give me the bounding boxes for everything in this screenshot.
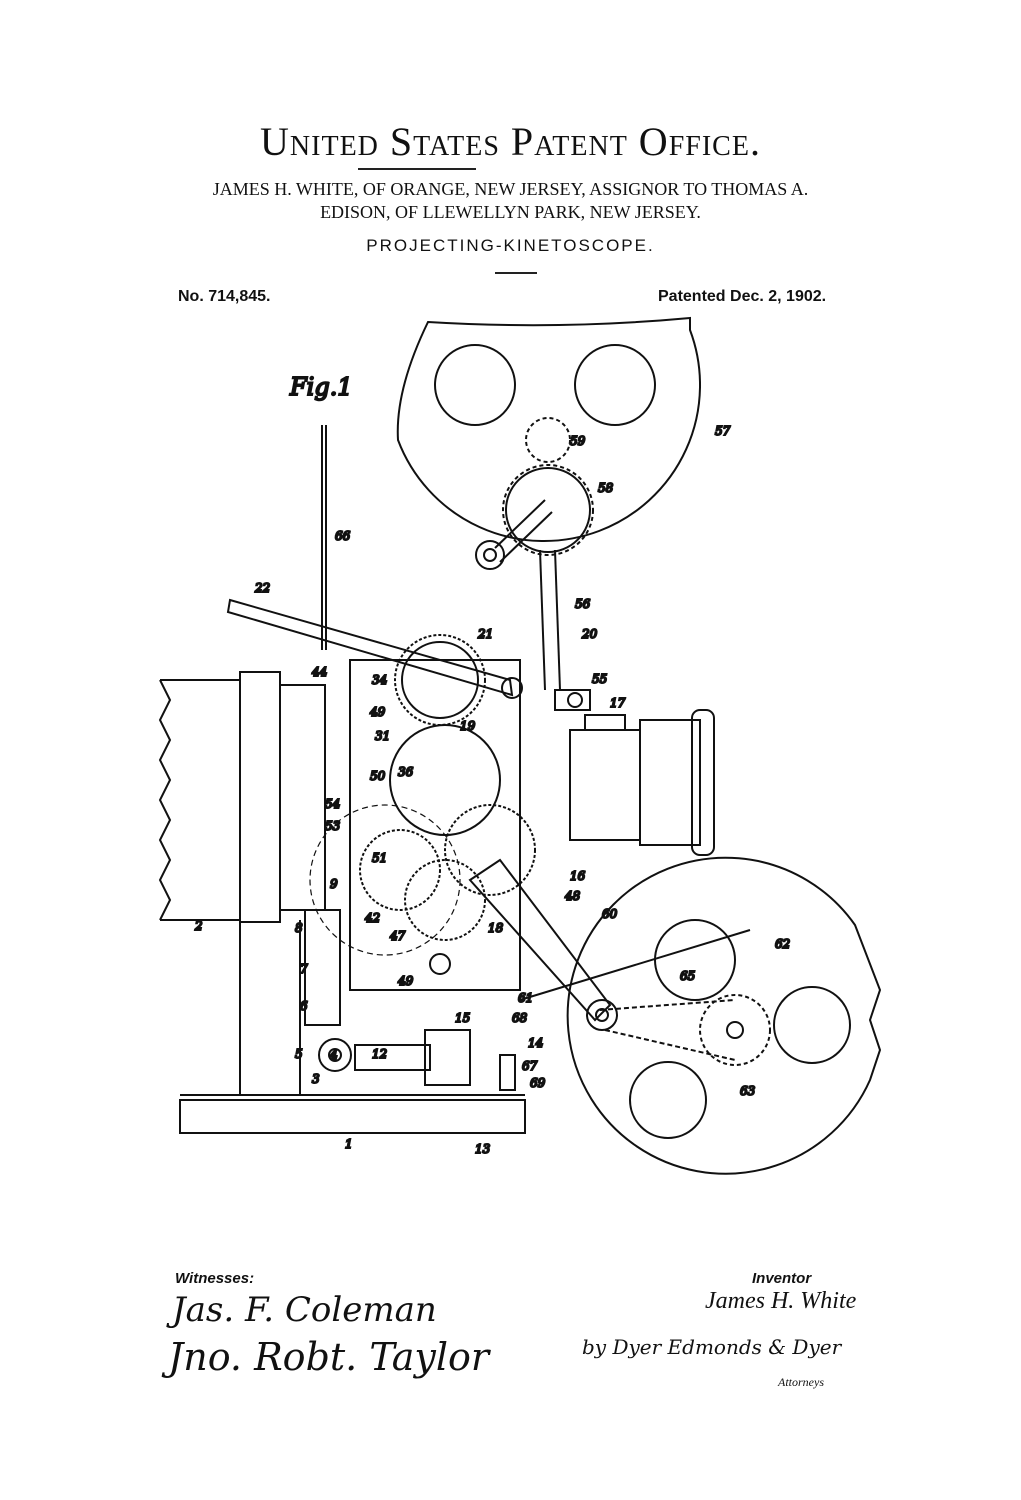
ref-label: 49 <box>397 974 414 988</box>
ref-label: 7 <box>300 962 308 976</box>
figure-label: Fig.1 <box>289 373 353 401</box>
ref-label: 63 <box>740 1084 756 1098</box>
lever-arm <box>226 598 514 697</box>
ref-label: 6 <box>300 999 308 1013</box>
ref-label: 17 <box>610 696 626 710</box>
witnesses-label: Witnesses: <box>175 1270 255 1287</box>
lamp-bellows <box>158 671 326 923</box>
ref-label: 54 <box>325 797 340 811</box>
attorneys-signature: by Dyer Edmonds & Dyer <box>582 1335 842 1359</box>
mechanism-frame <box>349 659 521 991</box>
projection-lens <box>554 689 715 856</box>
ref-label: 14 <box>528 1036 543 1050</box>
witness-signature-1: Jas. F. Coleman <box>172 1290 437 1330</box>
ref-label: 15 <box>455 1011 470 1025</box>
stand-base <box>179 909 526 1134</box>
ref-label: 9 <box>330 877 338 891</box>
inventor-line-2: EDISON, OF LLEWELLYN PARK, NEW JERSEY. <box>320 202 701 222</box>
ref-label: 44 <box>311 665 327 679</box>
lower-reel <box>468 856 882 1175</box>
ref-label: 65 <box>680 969 695 983</box>
ref-label: 20 <box>581 627 598 641</box>
office-heading: United States Patent Office. <box>260 119 761 164</box>
ref-label: 62 <box>775 937 790 951</box>
ref-label: 60 <box>602 907 618 921</box>
upper-reel <box>396 316 701 691</box>
ref-label: 19 <box>460 719 476 733</box>
ref-label: 3 <box>312 1072 320 1086</box>
ref-label: 57 <box>715 424 731 438</box>
ref-label: 13 <box>475 1142 491 1156</box>
ref-label: 42 <box>364 911 380 925</box>
divider <box>495 272 537 274</box>
ref-label: 21 <box>477 627 493 641</box>
gears <box>309 634 536 975</box>
ref-label: 53 <box>325 819 341 833</box>
ref-label: 51 <box>372 851 387 865</box>
ref-label: 1 <box>345 1137 353 1151</box>
ref-label: 2 <box>194 919 203 933</box>
ref-label: 68 <box>512 1011 528 1025</box>
ref-label: 59 <box>570 434 586 448</box>
inventor-label: Inventor <box>752 1270 812 1287</box>
attorneys-label: Attorneys <box>778 1375 824 1389</box>
reference-numerals: 57 59 58 66 22 56 21 20 55 44 34 49 31 1… <box>193 423 791 1157</box>
ref-label: 4 <box>329 1048 338 1062</box>
ref-label: 50 <box>370 769 386 783</box>
ref-label: 48 <box>564 889 581 903</box>
divider <box>358 168 476 170</box>
ref-label: 5 <box>295 1047 303 1061</box>
patent-title: PROJECTING-KINETOSCOPE. <box>366 236 655 255</box>
patent-number: No. 714,845. <box>178 288 271 305</box>
patent-date: Patented Dec. 2, 1902. <box>658 288 827 305</box>
ref-label: 49 <box>369 705 386 719</box>
ref-label: 56 <box>575 597 591 611</box>
ref-label: 22 <box>254 581 270 595</box>
inventor-line-1: JAMES H. WHITE, OF ORANGE, NEW JERSEY, A… <box>212 179 809 199</box>
ref-label: 58 <box>598 481 614 495</box>
ref-label: 31 <box>375 729 390 743</box>
ref-label: 18 <box>488 921 504 935</box>
ref-label: 36 <box>398 765 414 779</box>
ref-label: 47 <box>389 929 406 943</box>
ref-label: 16 <box>570 869 586 883</box>
ref-label: 61 <box>518 991 533 1005</box>
ref-label: 67 <box>522 1059 538 1073</box>
ref-label: 66 <box>335 529 351 543</box>
ref-label: 69 <box>530 1076 546 1090</box>
ref-label: 12 <box>372 1047 387 1061</box>
ref-label: 8 <box>295 921 303 935</box>
ref-label: 34 <box>372 673 387 687</box>
inventor-signature: James H. White <box>705 1288 857 1314</box>
ref-label: 55 <box>592 672 607 686</box>
witness-signature-2: Jno. Robt. Taylor <box>168 1335 490 1379</box>
